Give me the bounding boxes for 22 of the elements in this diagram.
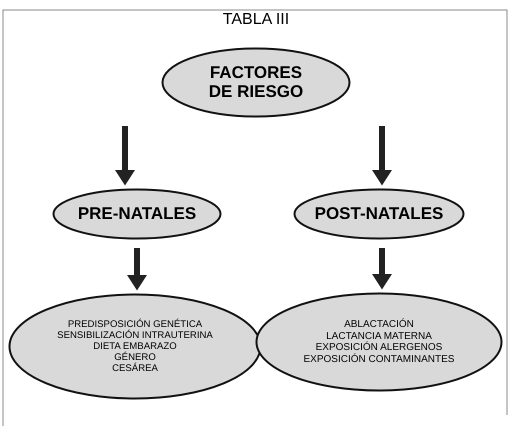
arrow <box>127 248 147 291</box>
ellipse-node <box>293 188 465 240</box>
list-item: PREDISPOSICIÓN GENÉTICA <box>68 318 202 330</box>
list-item: CESÁREA <box>112 363 158 374</box>
node-label: POST-NATALES <box>314 204 444 224</box>
list-item: ABLACTACIÓN <box>344 319 414 330</box>
ellipse-node <box>52 188 222 240</box>
list-item: DIETA EMBARAZO <box>93 340 177 352</box>
node-label: PRE-NATALES <box>78 204 196 224</box>
list-item: GÉNERO <box>114 352 156 364</box>
table-title: TABLA III <box>222 11 290 29</box>
list-item: EXPOSICIÓN CONTAMINANTES <box>304 354 454 365</box>
list-item: SENSIBILIZACIÓN INTRAUTERINA <box>57 330 213 341</box>
ellipse-node <box>8 293 262 400</box>
list-item: EXPOSICIÓN ALERGENOS <box>316 342 442 353</box>
arrow <box>372 248 392 290</box>
ellipse-node <box>255 292 503 392</box>
arrow <box>115 126 135 186</box>
node-label: FACTORES DE RIESGO <box>208 64 304 102</box>
list-item: LACTANCIA MATERNA <box>326 330 432 342</box>
arrow <box>372 126 392 186</box>
ellipse-node <box>161 47 351 118</box>
